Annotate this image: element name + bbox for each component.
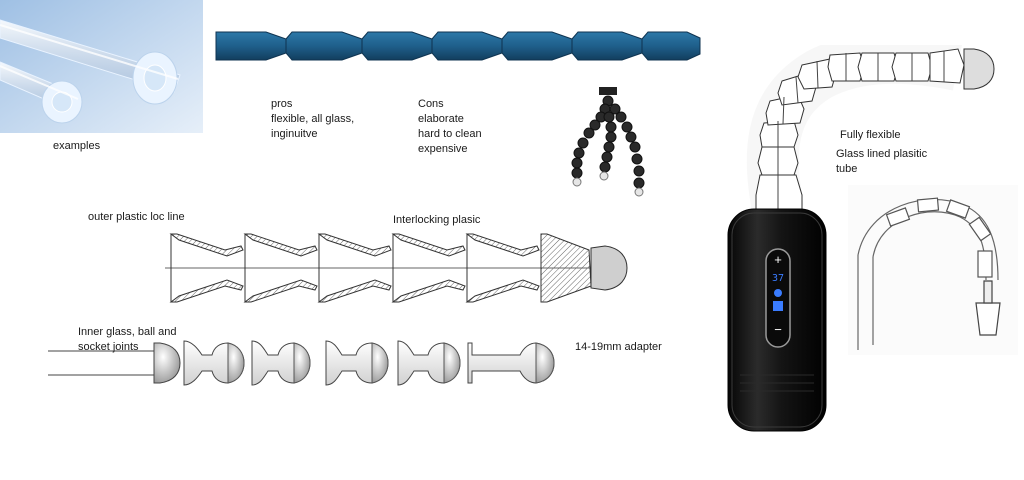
inner-glass-label: Inner glass, ball and socket joints <box>78 326 177 353</box>
temp-minus-button[interactable]: − <box>774 322 782 337</box>
interlocking-cross-section <box>165 232 630 304</box>
display-bar <box>773 301 783 311</box>
flexible-arm-sketch <box>738 45 1000 215</box>
outer-plastic-label: outer plastic loc line <box>88 211 185 223</box>
cons-list: Cons elaborate hard to clean expensive <box>418 97 482 157</box>
examples-label: examples <box>53 140 101 152</box>
glass-tubes-photo <box>0 0 203 133</box>
flexible-tripod-image <box>565 85 650 200</box>
interlocking-label: Interlocking plasic <box>393 214 481 226</box>
temp-plus-button[interactable]: + <box>774 252 782 267</box>
pros-item: inginuitve <box>271 128 318 140</box>
display-indicator <box>774 289 782 297</box>
pros-item: flexible, all glass, <box>271 113 355 125</box>
cons-heading: Cons <box>418 98 444 110</box>
temp-display: 37 <box>771 273 785 284</box>
ball-socket-joints <box>48 335 563 397</box>
glass-arch-sketch <box>848 185 1018 355</box>
glass-lined-label: Glass lined plasitic tube <box>836 148 928 175</box>
vaporizer-device: + 37 − <box>726 205 828 433</box>
adapter-label: 14-19mm adapter <box>575 341 662 353</box>
pros-list: pros flexible, all glass, inginuitve <box>271 97 354 142</box>
blue-locline-hose <box>212 24 704 68</box>
pros-heading: pros <box>271 98 293 110</box>
cons-item: elaborate <box>418 113 464 125</box>
fully-flexible-label: Fully flexible <box>840 129 901 141</box>
cons-item: hard to clean <box>418 128 482 140</box>
cons-item: expensive <box>418 143 468 155</box>
